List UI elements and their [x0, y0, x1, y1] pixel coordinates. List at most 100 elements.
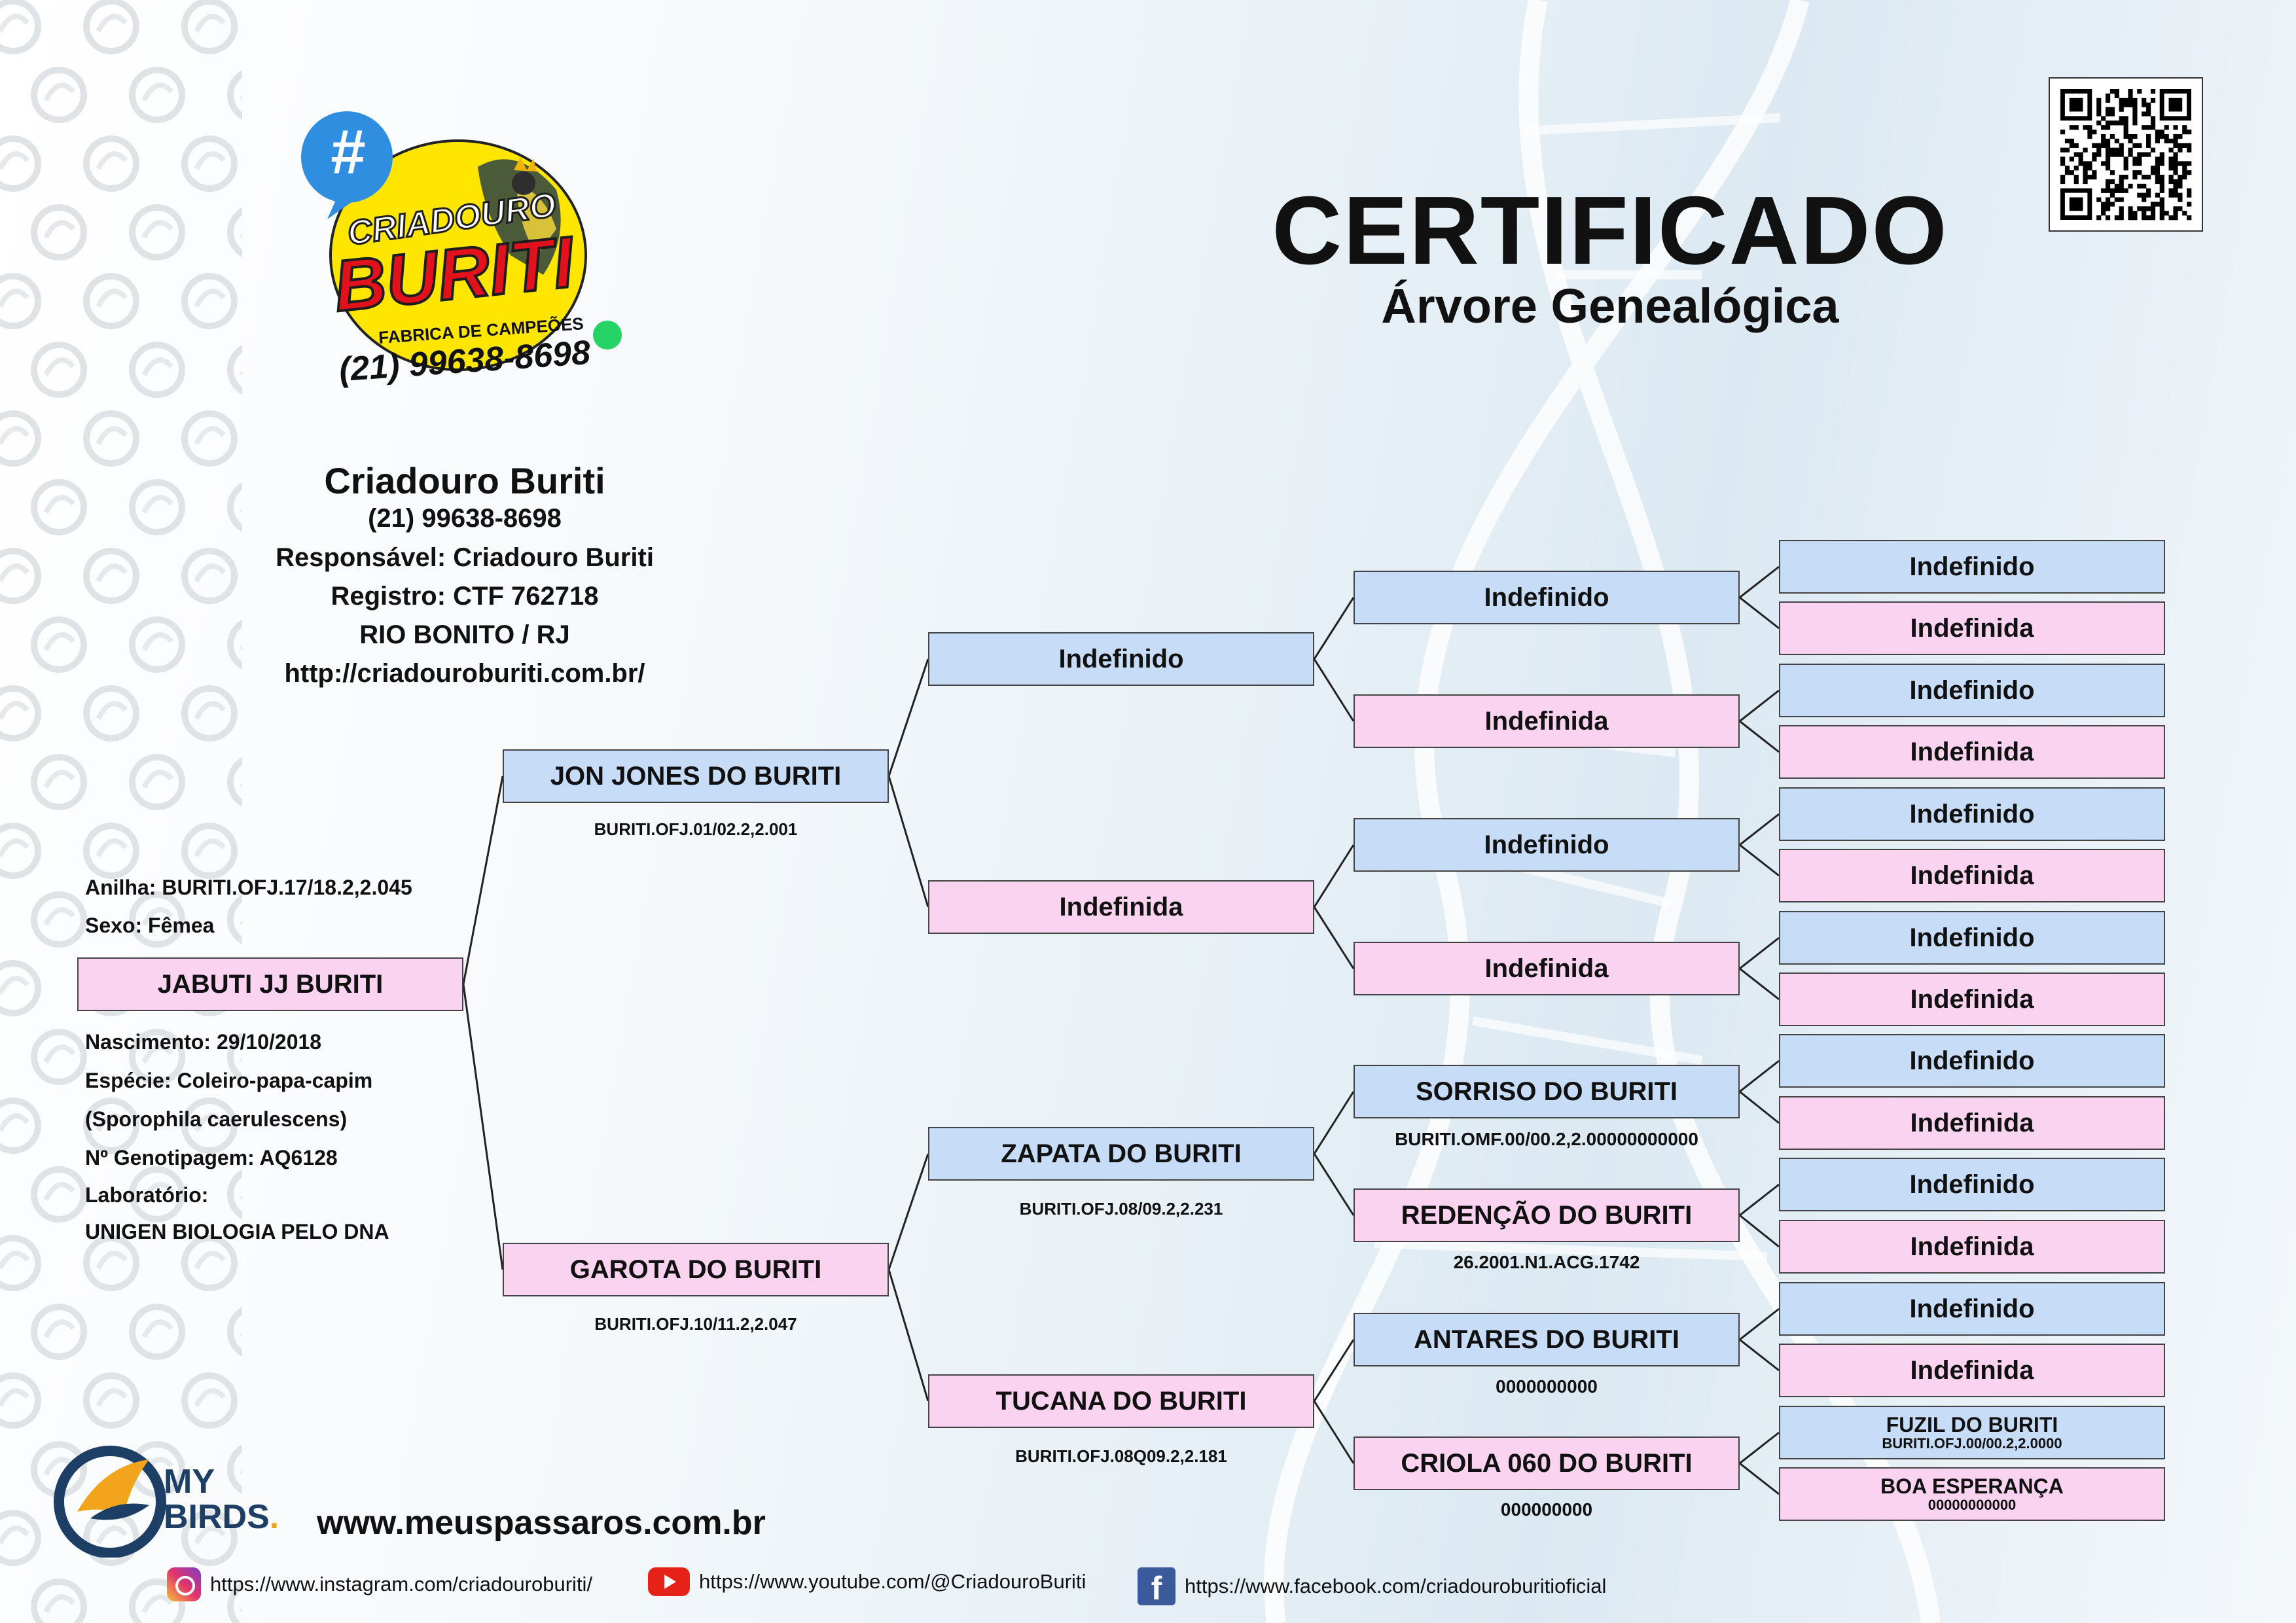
qr-module	[2142, 152, 2147, 157]
breeder-site-link[interactable]: http://criadouroburiti.com.br/	[284, 659, 645, 688]
qr-module	[2109, 147, 2115, 152]
gen3-box-3[interactable]: Indefinido	[1354, 818, 1740, 872]
qr-module	[2146, 215, 2151, 221]
qr-module	[2109, 152, 2115, 157]
qr-module	[2101, 116, 2106, 121]
gen4-box-12[interactable]: Indefinida	[1779, 1220, 2165, 1274]
qr-module	[2187, 192, 2192, 198]
gen4-box-1[interactable]: Indefinido	[1779, 540, 2165, 594]
pattern-swirl-stroke	[96, 1525, 128, 1544]
qr-module	[2119, 116, 2124, 121]
gen4-box-2[interactable]: Indefinida	[1779, 601, 2165, 655]
paternal-grandmother-box[interactable]: Indefinida	[928, 880, 1314, 934]
paternal-grandfather-box[interactable]: Indefinido	[928, 632, 1314, 686]
pattern-swirl	[227, 757, 242, 808]
qr-module	[2187, 188, 2192, 193]
gen4-box-13[interactable]: Indefinido	[1779, 1282, 2165, 1336]
father-box[interactable]: JON JONES DO BURITI	[503, 749, 889, 803]
qr-module	[2178, 143, 2183, 148]
maternal-grandmother-box[interactable]: TUCANA DO BURITI	[928, 1374, 1314, 1428]
qr-module	[2150, 211, 2156, 216]
pattern-swirl-stroke	[0, 1251, 30, 1270]
gen4-box-15[interactable]: FUZIL DO BURITI BURITI.OFJ.00/00.2,2.000…	[1779, 1406, 2165, 1459]
qr-module	[2150, 98, 2156, 103]
pattern-swirl	[227, 894, 242, 945]
youtube-link[interactable]: https://www.youtube.com/@CriadouroBuriti	[648, 1567, 1086, 1596]
pattern-swirl	[181, 1372, 238, 1429]
instagram-link[interactable]: https://www.instagram.com/criadouroburit…	[167, 1567, 592, 1601]
gen4-name: Indefinida	[1910, 984, 2034, 1014]
pattern-swirl	[0, 1372, 41, 1429]
qr-module	[2101, 202, 2106, 207]
pattern-swirl	[31, 754, 87, 810]
gen4-box-10[interactable]: Indefinida	[1779, 1096, 2165, 1150]
qr-module	[2105, 179, 2111, 185]
pattern-swirl	[129, 1304, 185, 1360]
qr-module	[2073, 175, 2079, 180]
qr-module	[2168, 166, 2174, 171]
mybirds-site-link[interactable]: www.meuspassaros.com.br	[317, 1504, 766, 1542]
mother-box[interactable]: GAROTA DO BURITI	[503, 1243, 889, 1296]
qr-module	[2178, 134, 2183, 139]
gen3-box-7[interactable]: ANTARES DO BURITI	[1354, 1313, 1740, 1366]
qr-module	[2109, 120, 2115, 126]
subject-box[interactable]: JABUTI JJ BURITI	[77, 957, 463, 1011]
qr-module	[2087, 130, 2092, 135]
gen4-box-3[interactable]: Indefinido	[1779, 664, 2165, 717]
qr-module	[2105, 143, 2111, 148]
qr-module	[2128, 102, 2133, 107]
gen4-box-8[interactable]: Indefinida	[1779, 972, 2165, 1026]
maternal-grandfather-box[interactable]: ZAPATA DO BURITI	[928, 1127, 1314, 1181]
qr-module	[2078, 156, 2083, 162]
qr-module	[2173, 143, 2178, 148]
facebook-link[interactable]: f https://www.facebook.com/criadouroburi…	[1138, 1567, 1606, 1607]
qr-module	[2101, 206, 2106, 211]
gen4-box-6[interactable]: Indefinida	[1779, 849, 2165, 902]
qr-module	[2087, 134, 2092, 139]
breeder-city: RIO BONITO / RJ	[359, 620, 570, 649]
pattern-swirl	[0, 1235, 41, 1291]
qr-module	[2128, 89, 2133, 94]
qr-module	[2069, 156, 2074, 162]
qr-module	[2128, 98, 2133, 103]
gen4-name: Indefinida	[1910, 861, 2034, 890]
gen3-name: Indefinido	[1484, 582, 1609, 612]
qr-module	[2060, 179, 2066, 185]
subject-birth: Nascimento: 29/10/2018	[85, 1030, 322, 1054]
gen4-box-11[interactable]: Indefinido	[1779, 1158, 2165, 1211]
gen3-box-1[interactable]: Indefinido	[1354, 571, 1740, 624]
qr-module	[2164, 134, 2169, 139]
pattern-swirl-stroke	[141, 1182, 174, 1201]
gen4-box-16[interactable]: BOA ESPERANÇA 00000000000	[1779, 1467, 2165, 1521]
qr-module	[2150, 202, 2156, 207]
gen3-box-5[interactable]: SORRISO DO BURITI	[1354, 1065, 1740, 1118]
qr-module	[2128, 138, 2133, 144]
pattern-swirl-stroke	[141, 495, 174, 514]
pattern-swirl	[129, 67, 185, 123]
gen4-box-14[interactable]: Indefinida	[1779, 1344, 2165, 1397]
gen4-box-4[interactable]: Indefinida	[1779, 725, 2165, 779]
qr-module	[2132, 102, 2138, 107]
qr-module	[2159, 175, 2164, 180]
gen3-box-8[interactable]: CRIOLA 060 DO BURITI	[1354, 1436, 1740, 1490]
pattern-swirl	[0, 685, 41, 741]
mybirds-brand-birds-text: BIRDS	[164, 1498, 270, 1536]
instagram-icon	[167, 1567, 201, 1601]
pattern-swirl	[227, 1444, 242, 1495]
qr-module	[2123, 188, 2128, 193]
qr-module	[2073, 143, 2079, 148]
qr-module	[2060, 161, 2066, 166]
qr-module	[2060, 156, 2066, 162]
gen3-box-2[interactable]: Indefinida	[1354, 694, 1740, 748]
gen3-box-6[interactable]: REDENÇÃO DO BURITI	[1354, 1188, 1740, 1242]
pattern-swirl	[129, 754, 185, 810]
facebook-icon: f	[1138, 1567, 1175, 1607]
qr-module	[2137, 152, 2142, 157]
gen4-box-9[interactable]: Indefinido	[1779, 1034, 2165, 1088]
gen4-box-5[interactable]: Indefinido	[1779, 787, 2165, 841]
gen4-box-7[interactable]: Indefinido	[1779, 911, 2165, 965]
pattern-swirl-stroke	[141, 770, 174, 789]
qr-module	[2105, 152, 2111, 157]
gen3-box-4[interactable]: Indefinida	[1354, 942, 1740, 995]
youtube-icon	[648, 1567, 690, 1596]
